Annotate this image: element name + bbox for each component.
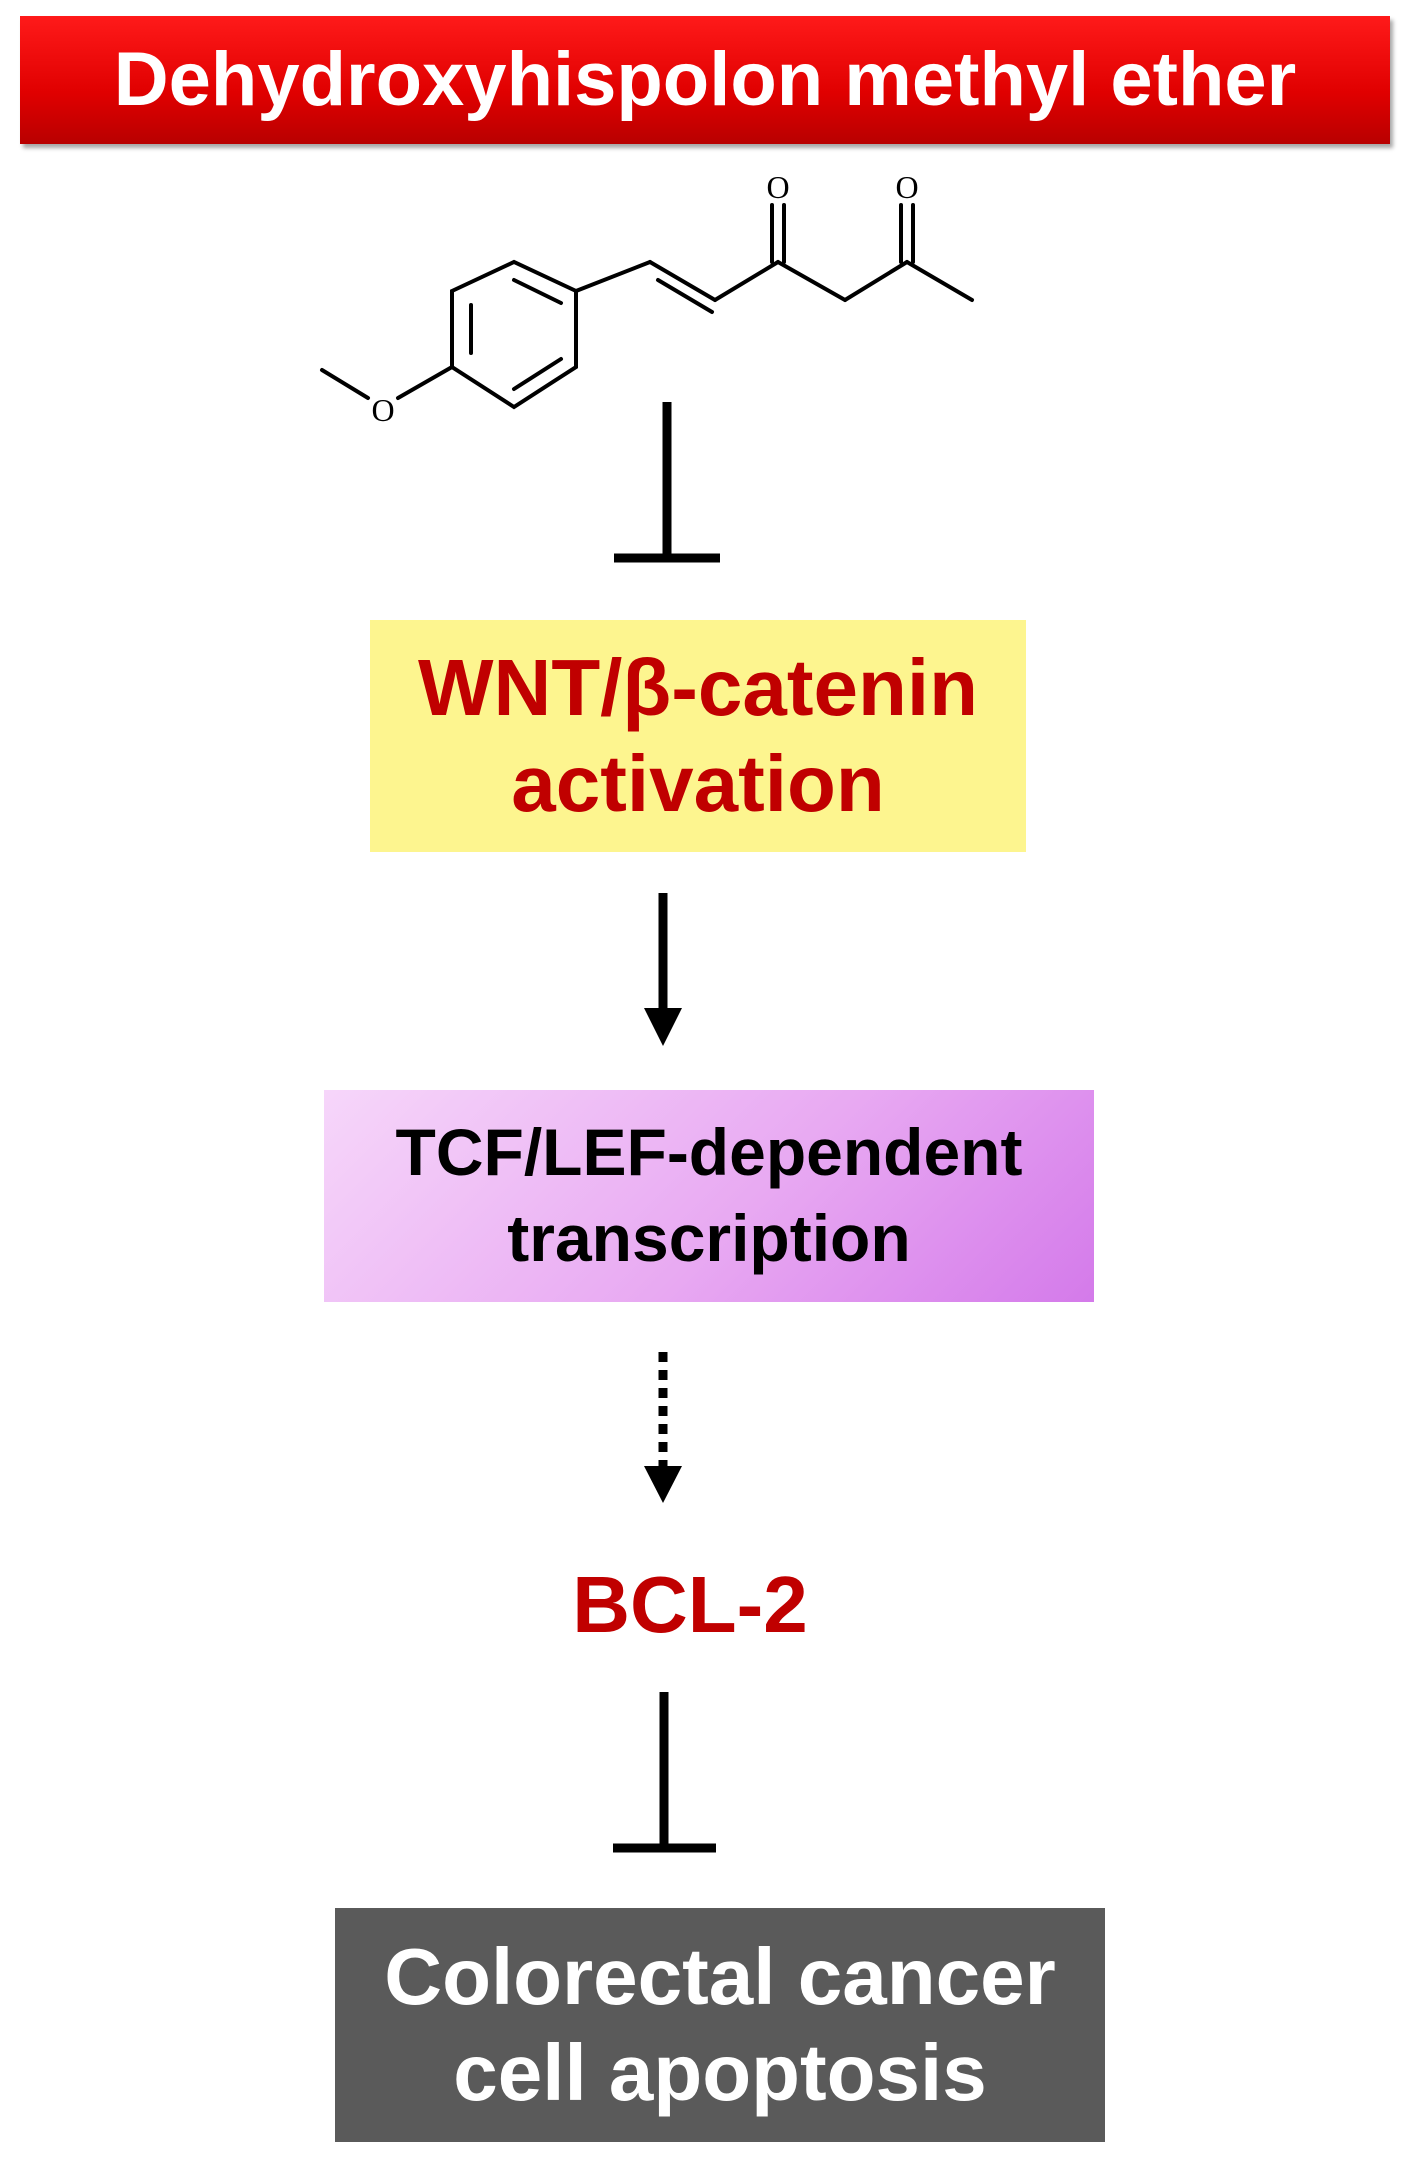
oxygen-atom-carbonyl-1: O: [766, 169, 789, 205]
inhibition-arrow-bcl2-to-apoptosis: [613, 1692, 716, 1853]
compound-title: Dehydroxyhispolon methyl ether: [113, 37, 1297, 122]
bcl2-node: BCL-2: [520, 1545, 860, 1665]
tcf-node-line1: TCF/LEF-dependent: [395, 1115, 1023, 1190]
bcl2-node-label: BCL-2: [572, 1560, 808, 1649]
apoptosis-node: Colorectal cancer cell apoptosis: [335, 1908, 1105, 2142]
chemical-structure: [320, 203, 974, 410]
inhibition-arrow-compound-to-wnt: [614, 402, 720, 563]
compound-title-banner: Dehydroxyhispolon methyl ether: [20, 16, 1390, 144]
oxygen-atom-carbonyl-2: O: [895, 169, 918, 205]
dotted-arrow-tcf-to-bcl2: [644, 1352, 682, 1503]
activation-arrow-wnt-to-tcf: [644, 893, 682, 1046]
wnt-node-line2: activation: [511, 739, 885, 828]
oxygen-atom-methoxy: O: [371, 392, 394, 428]
apoptosis-node-line2: cell apoptosis: [453, 2028, 987, 2117]
apoptosis-node-line1: Colorectal cancer: [384, 1932, 1056, 2021]
tcf-node-line2: transcription: [507, 1201, 911, 1275]
tcf-lef-transcription-node: TCF/LEF-dependent transcription: [324, 1090, 1094, 1302]
wnt-node-line1: WNT/β-catenin: [418, 643, 978, 732]
wnt-beta-catenin-node: WNT/β-catenin activation: [370, 620, 1026, 852]
